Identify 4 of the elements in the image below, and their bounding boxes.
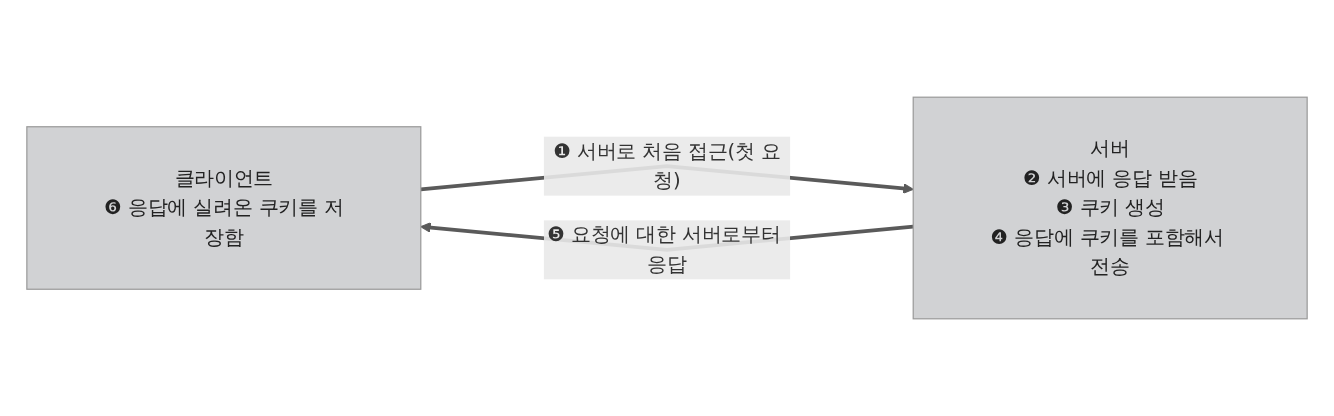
edge-label: ❶ 서버로 처음 접근(첫 요청): [553, 139, 781, 192]
node-box: 클라이언트 ❻ 응답에 실려온 쿠키를 저장함: [26, 126, 422, 290]
node-box: 서버 ❷ 서버에 응답 받음 ❸ 쿠키 생성 ❹ 응답에 쿠키를 포함해서 전송: [912, 96, 1308, 320]
edge-label: ❺ 요청에 대한 서버로부터 응답: [547, 222, 781, 276]
